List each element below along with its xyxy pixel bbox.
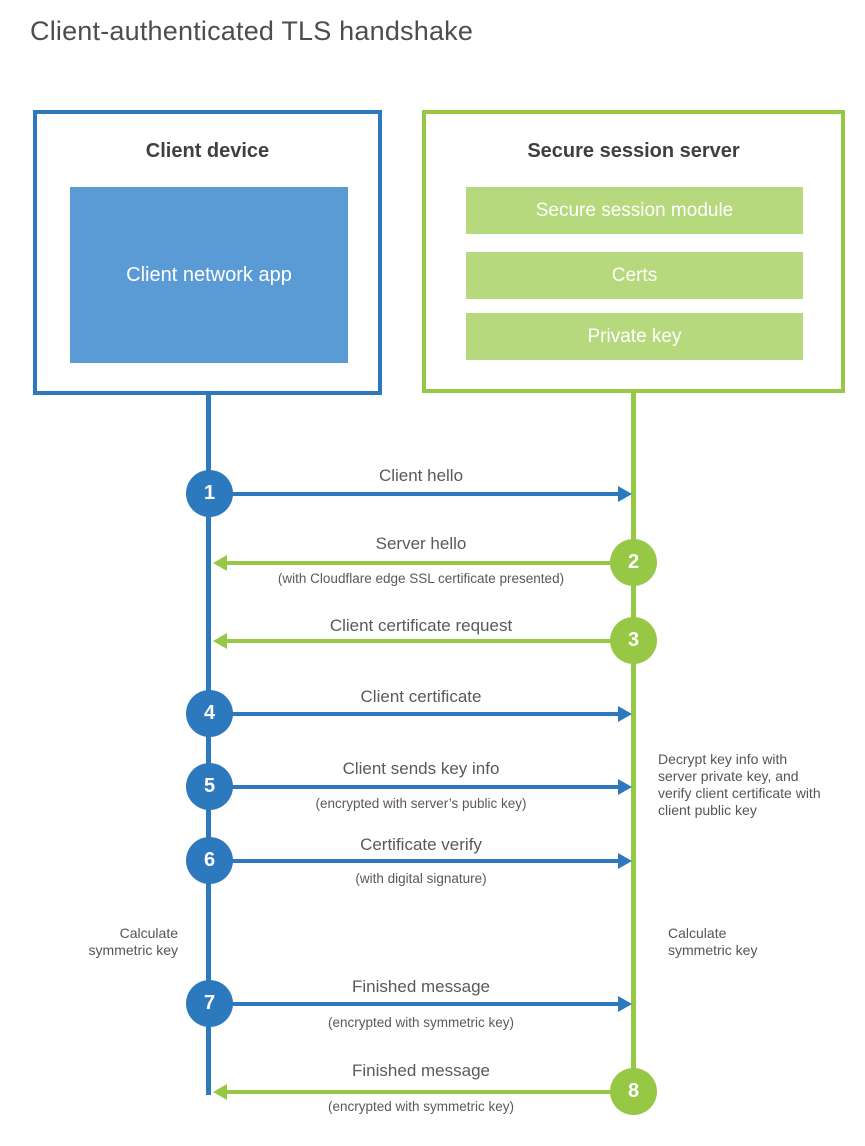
step6-sublabel: (with digital signature) bbox=[355, 871, 487, 886]
step6-badge: 6 bbox=[186, 837, 233, 884]
step5-sublabel: (encrypted with server’s public key) bbox=[315, 796, 527, 811]
step7-arrow-right bbox=[232, 996, 632, 1012]
server-decrypt-note: Decrypt key info with server private key… bbox=[658, 751, 821, 818]
step2-badge: 2 bbox=[610, 539, 657, 586]
server-lifeline bbox=[631, 393, 636, 1092]
step3-badge: 3 bbox=[610, 617, 657, 664]
step8-sublabel: (encrypted with symmetric key) bbox=[327, 1099, 515, 1114]
step5-badge: 5 bbox=[186, 763, 233, 810]
page-title: Client-authenticated TLS handshake bbox=[30, 16, 474, 46]
step2-label: Server hello bbox=[375, 534, 467, 553]
client-lifeline bbox=[206, 395, 211, 1095]
step1-badge: 1 bbox=[186, 470, 233, 517]
step4-arrow-right bbox=[232, 706, 632, 722]
step2-sublabel: (with Cloudflare edge SSL certificate pr… bbox=[277, 571, 565, 586]
step3-label: Client certificate request bbox=[329, 616, 513, 635]
step7-sublabel: (encrypted with symmetric key) bbox=[327, 1015, 515, 1030]
step1-label: Client hello bbox=[378, 466, 464, 485]
step5-arrow-right bbox=[232, 779, 632, 795]
secure-session-server-title: Secure session server bbox=[527, 140, 740, 162]
step8-label: Finished message bbox=[352, 1061, 490, 1080]
server-module-secure-session: Secure session module bbox=[466, 187, 803, 234]
step7-label: Finished message bbox=[352, 977, 490, 996]
step4-label: Client certificate bbox=[360, 687, 482, 706]
client-device-title: Client device bbox=[145, 140, 270, 162]
step8-arrow-left bbox=[213, 1084, 611, 1100]
step3-arrow-left bbox=[213, 633, 611, 649]
step2-arrow-left bbox=[213, 555, 611, 571]
client-device-box: Client device Client network app bbox=[33, 110, 382, 395]
step8-badge: 8 bbox=[610, 1068, 657, 1115]
step6-label: Certificate verify bbox=[360, 835, 482, 854]
step5-label: Client sends key info bbox=[342, 759, 500, 778]
server-module-private-key: Private key bbox=[466, 313, 803, 360]
step6-arrow-right bbox=[232, 853, 632, 869]
step7-badge: 7 bbox=[186, 980, 233, 1027]
client-calculate-symmetric-key-note: Calculate symmetric key bbox=[88, 925, 178, 958]
server-module-certs: Certs bbox=[466, 252, 803, 299]
step4-badge: 4 bbox=[186, 690, 233, 737]
client-network-app-box: Client network app bbox=[70, 187, 348, 363]
secure-session-server-box: Secure session server Secure session mod… bbox=[422, 110, 845, 393]
server-calculate-symmetric-key-note: Calculate symmetric key bbox=[668, 925, 758, 958]
step1-arrow-right bbox=[232, 486, 632, 502]
client-network-app-label: Client network app bbox=[126, 263, 292, 286]
